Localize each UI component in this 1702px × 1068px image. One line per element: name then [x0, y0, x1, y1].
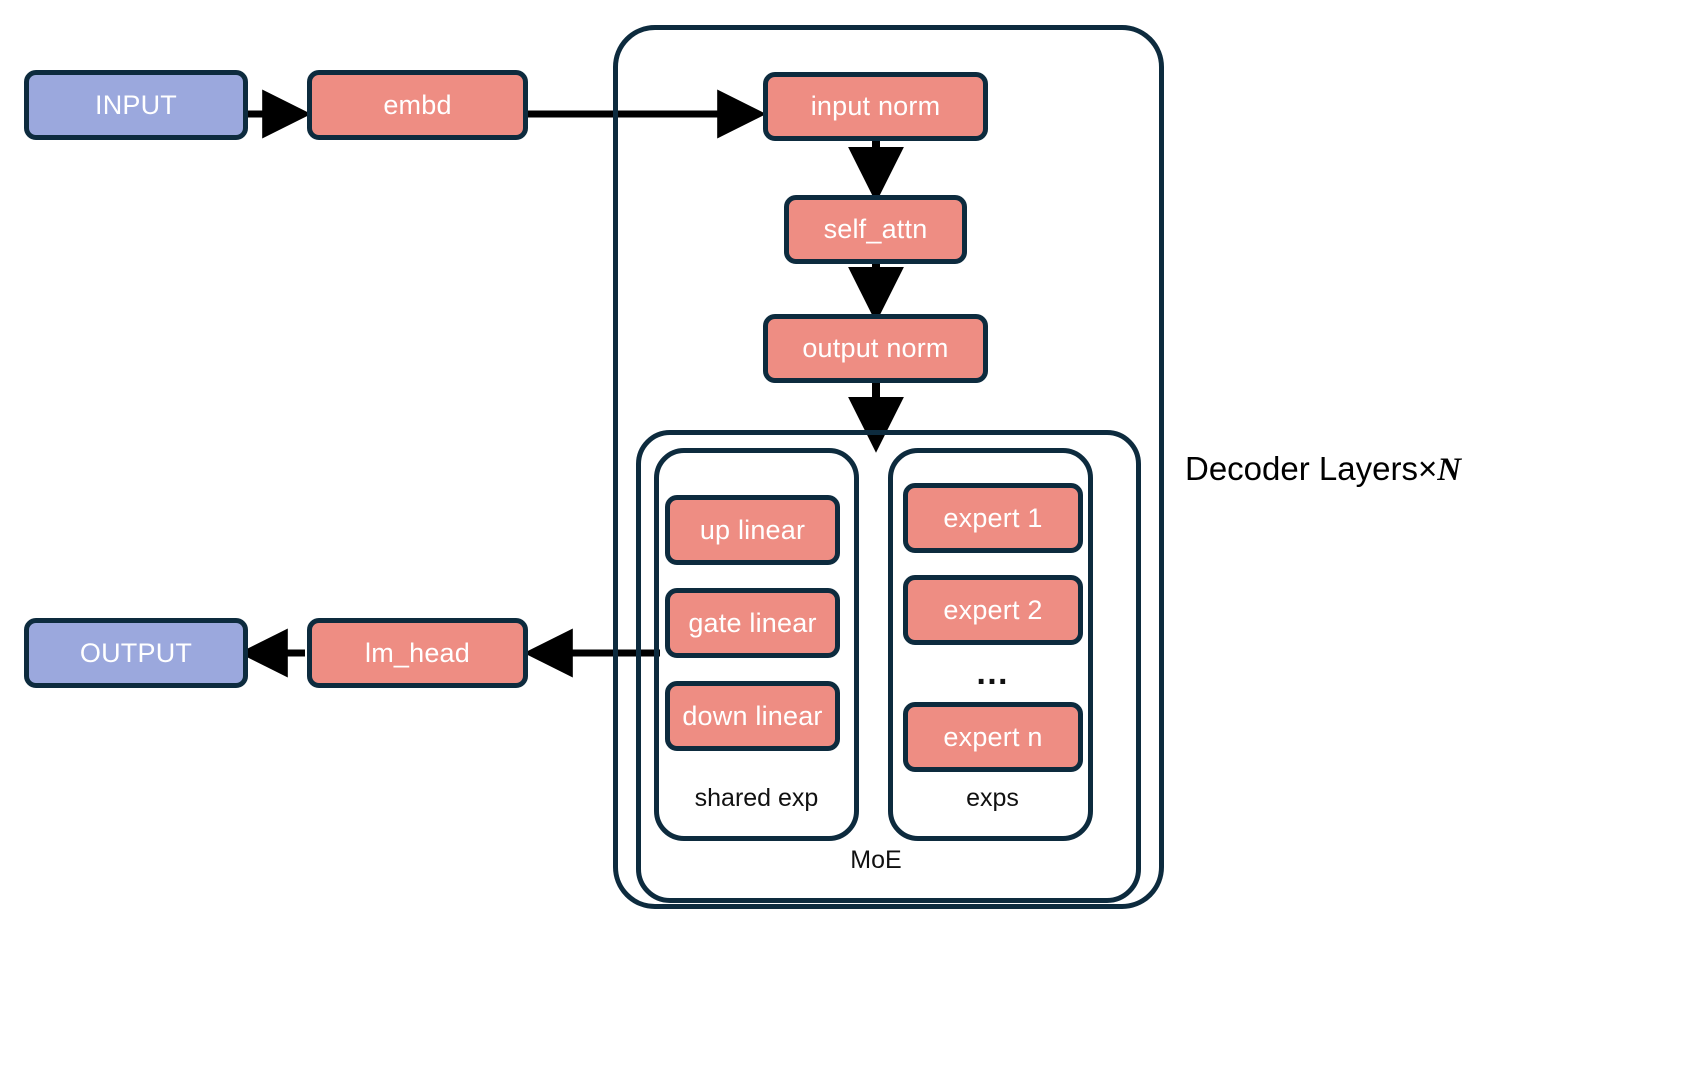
decoder-caption-variable: N	[1437, 452, 1462, 488]
self-attn-block[interactable]: self_attn	[784, 195, 967, 264]
expert-n[interactable]: expert n	[903, 702, 1083, 772]
shared-expert-label: shared exp	[694, 784, 819, 812]
shared-expert-gate-linear-label: gate linear	[688, 607, 817, 638]
input-norm-block[interactable]: input norm	[763, 72, 988, 141]
self-attn-label: self_attn	[823, 214, 928, 244]
lm-head-node[interactable]: lm_head	[307, 618, 528, 688]
expert-2[interactable]: expert 2	[903, 575, 1083, 645]
experts-ellipsis: …	[975, 654, 1011, 692]
shared-expert-group	[654, 448, 859, 841]
shared-expert-gate-linear[interactable]: gate linear	[665, 588, 840, 658]
decoder-layers-container	[613, 25, 1164, 909]
output-norm-block[interactable]: output norm	[763, 314, 988, 383]
decoder-layers-caption: Decoder Layers×N	[1185, 452, 1461, 487]
input-node[interactable]: INPUT	[24, 70, 248, 140]
shared-expert-up-linear-label: up linear	[699, 514, 806, 545]
moe-container	[636, 430, 1141, 903]
shared-expert-down-linear[interactable]: down linear	[665, 681, 840, 751]
shared-expert-up-linear[interactable]: up linear	[665, 495, 840, 565]
output-node-label: OUTPUT	[79, 637, 193, 668]
expert-2-label: expert 2	[943, 594, 1043, 625]
embd-node-label: embd	[383, 89, 452, 120]
embd-node[interactable]: embd	[307, 70, 528, 140]
decoder-caption-prefix: Decoder Layers×	[1185, 450, 1438, 487]
experts-group	[888, 448, 1093, 841]
shared-expert-down-linear-label: down linear	[682, 700, 823, 731]
moe-label: MoE	[850, 846, 902, 874]
input-norm-label: input norm	[810, 91, 941, 121]
output-norm-label: output norm	[802, 333, 949, 363]
input-node-label: INPUT	[95, 89, 177, 120]
output-node[interactable]: OUTPUT	[24, 618, 248, 688]
expert-1-label: expert 1	[943, 502, 1043, 533]
lm-head-node-label: lm_head	[365, 637, 470, 668]
expert-1[interactable]: expert 1	[903, 483, 1083, 553]
experts-label: exps	[966, 784, 1019, 812]
expert-n-label: expert n	[943, 721, 1043, 752]
